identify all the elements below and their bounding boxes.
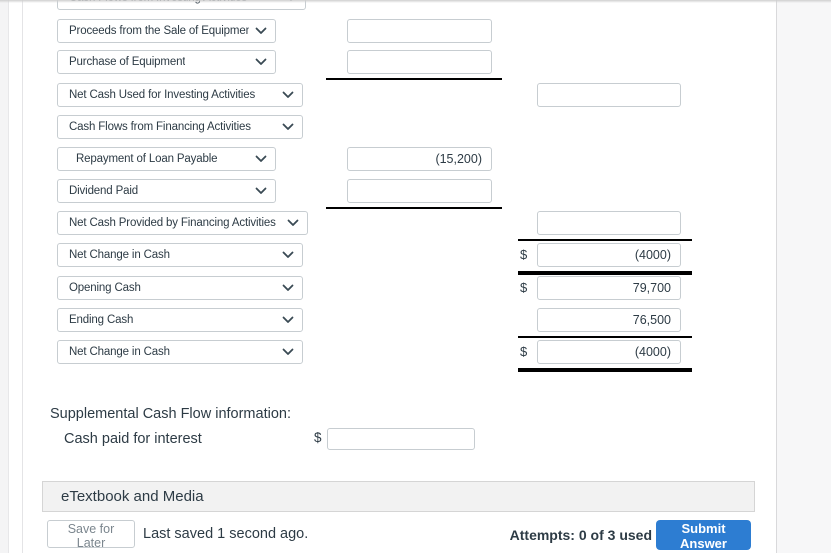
- chevron-down-icon: [282, 251, 294, 259]
- account-dropdown-label: Cash Flows from Financing Activities: [69, 121, 251, 133]
- page-right-gutter: [776, 0, 831, 553]
- amount-input[interactable]: [537, 211, 681, 235]
- total-underline: [518, 239, 692, 241]
- cash-paid-for-interest-label: Cash paid for interest: [64, 431, 202, 447]
- chevron-down-icon: [282, 91, 294, 99]
- account-dropdown-label: Dividend Paid: [69, 185, 139, 197]
- account-dropdown[interactable]: Net Change in Cash: [57, 340, 303, 364]
- dollar-sign: $: [520, 280, 528, 295]
- page-left-gutter: [0, 0, 9, 553]
- top-clip-shadow: [0, 0, 831, 3]
- amount-input[interactable]: [537, 308, 681, 332]
- account-dropdown-label: Opening Cash: [69, 282, 141, 294]
- amount-input[interactable]: [347, 19, 492, 43]
- amount-input[interactable]: [537, 340, 681, 364]
- account-dropdown-label: Net Cash Used for Investing Activities: [69, 89, 256, 101]
- account-dropdown[interactable]: Opening Cash: [57, 276, 303, 300]
- account-dropdown[interactable]: Repayment of Loan Payable: [57, 147, 276, 171]
- etextbook-accordion-label: eTextbook and Media: [61, 488, 204, 505]
- account-dropdown[interactable]: Net Cash Used for Investing Activities: [57, 83, 303, 107]
- last-saved-status: Last saved 1 second ago.: [143, 526, 309, 542]
- account-dropdown-label: Purchase of Equipment: [69, 56, 186, 68]
- amount-input[interactable]: [537, 83, 681, 107]
- chevron-down-icon: [255, 187, 267, 195]
- dollar-sign: $: [314, 430, 322, 445]
- amount-input[interactable]: [347, 50, 492, 74]
- save-for-later-button[interactable]: Save for Later: [47, 520, 135, 550]
- account-dropdown-label: Net Cash Provided by Financing Activitie…: [69, 217, 276, 229]
- chevron-down-icon: [255, 58, 267, 66]
- chevron-down-icon: [255, 27, 267, 35]
- account-dropdown[interactable]: Proceeds from the Sale of Equipment: [57, 19, 276, 43]
- chevron-down-icon: [255, 155, 267, 163]
- amount-input[interactable]: [537, 243, 681, 267]
- cash-paid-for-interest-input[interactable]: [327, 428, 475, 450]
- account-dropdown[interactable]: Ending Cash: [57, 308, 303, 332]
- chevron-down-icon: [287, 219, 299, 227]
- attempts-counter: Attempts: 0 of 3 used: [509, 527, 652, 543]
- etextbook-and-media-accordion[interactable]: eTextbook and Media: [42, 481, 755, 512]
- chevron-down-icon: [282, 284, 294, 292]
- amount-input[interactable]: [347, 147, 492, 171]
- account-dropdown-label: Repayment of Loan Payable: [76, 153, 218, 165]
- account-dropdown[interactable]: Dividend Paid: [57, 179, 276, 203]
- chevron-down-icon: [282, 316, 294, 324]
- chevron-down-icon: [282, 123, 294, 131]
- account-dropdown[interactable]: Net Cash Provided by Financing Activitie…: [57, 211, 308, 235]
- account-dropdown[interactable]: Purchase of Equipment: [57, 50, 276, 74]
- account-dropdown[interactable]: Net Change in Cash: [57, 243, 303, 267]
- supplemental-section-title: Supplemental Cash Flow information:: [50, 406, 291, 422]
- account-dropdown[interactable]: Cash Flows from Financing Activities: [57, 115, 303, 139]
- dollar-sign: $: [520, 247, 528, 262]
- account-dropdown-label: Ending Cash: [69, 314, 134, 326]
- total-underline: [326, 207, 502, 209]
- account-dropdown-label: Net Change in Cash: [69, 249, 170, 261]
- submit-answer-button[interactable]: Submit Answer: [656, 520, 751, 551]
- panel-left-border: [22, 0, 23, 553]
- total-underline: [326, 78, 502, 80]
- chevron-down-icon: [282, 348, 294, 356]
- dollar-sign: $: [520, 344, 528, 359]
- total-underline: [518, 271, 692, 275]
- total-underline: [518, 336, 692, 338]
- total-underline: [518, 368, 692, 372]
- amount-input[interactable]: [537, 276, 681, 300]
- account-dropdown-label: Net Change in Cash: [69, 346, 170, 358]
- account-dropdown-label: Proceeds from the Sale of Equipment: [69, 25, 249, 37]
- amount-input[interactable]: [347, 179, 492, 203]
